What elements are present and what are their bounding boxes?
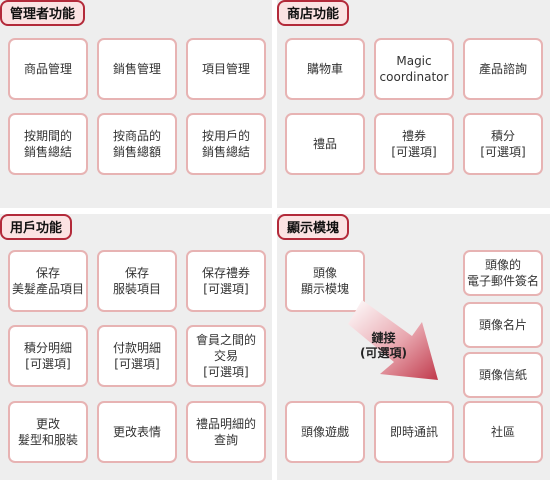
box-payment-details[interactable]: 付款明細 [可選項] <box>97 325 177 387</box>
box-change-hair-clothes[interactable]: 更改 髮型和服裝 <box>8 401 88 463</box>
box-sales-by-user[interactable]: 按用戶的 銷售總結 <box>186 113 266 175</box>
box-gift-voucher[interactable]: 禮券 [可選項] <box>374 113 454 175</box>
panel-avatar: 顯示模塊 頭像 顯示模塊 頭像的 電子郵件簽名 頭像名片 頭像信紙 頭像遊戲 即… <box>277 214 550 480</box>
panel-user: 用戶功能 保存 美髮產品項目 保存 服裝項目 保存禮券 [可選項] 積分明細 [… <box>0 214 272 480</box>
box-instant-messaging[interactable]: 即時通訊 <box>374 401 454 463</box>
panel-store: 商店功能 購物車 Magic coordinator 產品諮詢 禮品 禮券 [可… <box>277 0 550 208</box>
box-magic-coordinator[interactable]: Magic coordinator <box>374 38 454 100</box>
box-member-trade[interactable]: 會員之間的 交易 [可選項] <box>186 325 266 387</box>
panel-user-title: 用戶功能 <box>0 214 73 240</box>
box-avatar-email-signature[interactable]: 頭像的 電子郵件簽名 <box>463 250 543 296</box>
box-save-clothing-items[interactable]: 保存 服裝項目 <box>97 250 177 312</box>
panel-admin: 管理者功能 商品管理 銷售管理 項目管理 按期間的 銷售總結 按商品的 銷售總額… <box>0 0 272 208</box>
panel-avatar-title: 顯示模塊 <box>277 214 350 240</box>
box-sales-by-product[interactable]: 按商品的 銷售總額 <box>97 113 177 175</box>
box-points-details[interactable]: 積分明細 [可選項] <box>8 325 88 387</box>
box-product-inquiry[interactable]: 產品諮詢 <box>463 38 543 100</box>
box-avatar-business-card[interactable]: 頭像名片 <box>463 302 543 348</box>
box-item-management[interactable]: 項目管理 <box>186 38 266 100</box>
box-points[interactable]: 積分 [可選項] <box>463 113 543 175</box>
box-shopping-cart[interactable]: 購物車 <box>285 38 365 100</box>
box-gift-details-query[interactable]: 禮品明細的 查詢 <box>186 401 266 463</box>
box-save-hair-items[interactable]: 保存 美髮產品項目 <box>8 250 88 312</box>
box-avatar-letter-paper[interactable]: 頭像信紙 <box>463 352 543 398</box>
panel-store-title: 商店功能 <box>277 0 350 26</box>
box-gift[interactable]: 禮品 <box>285 113 365 175</box>
panel-admin-title: 管理者功能 <box>0 0 86 26</box>
box-sales-management[interactable]: 銷售管理 <box>97 38 177 100</box>
box-save-gift-voucher[interactable]: 保存禮券 [可選項] <box>186 250 266 312</box>
box-product-management[interactable]: 商品管理 <box>8 38 88 100</box>
box-community[interactable]: 社區 <box>463 401 543 463</box>
link-arrow-label: 鏈接 (可選項) <box>360 331 407 360</box>
box-avatar-game[interactable]: 頭像遊戲 <box>285 401 365 463</box>
link-arrow-icon <box>348 300 438 380</box>
box-change-expression[interactable]: 更改表情 <box>97 401 177 463</box>
box-sales-by-period[interactable]: 按期間的 銷售總結 <box>8 113 88 175</box>
box-avatar-display-module[interactable]: 頭像 顯示模塊 <box>285 250 365 312</box>
